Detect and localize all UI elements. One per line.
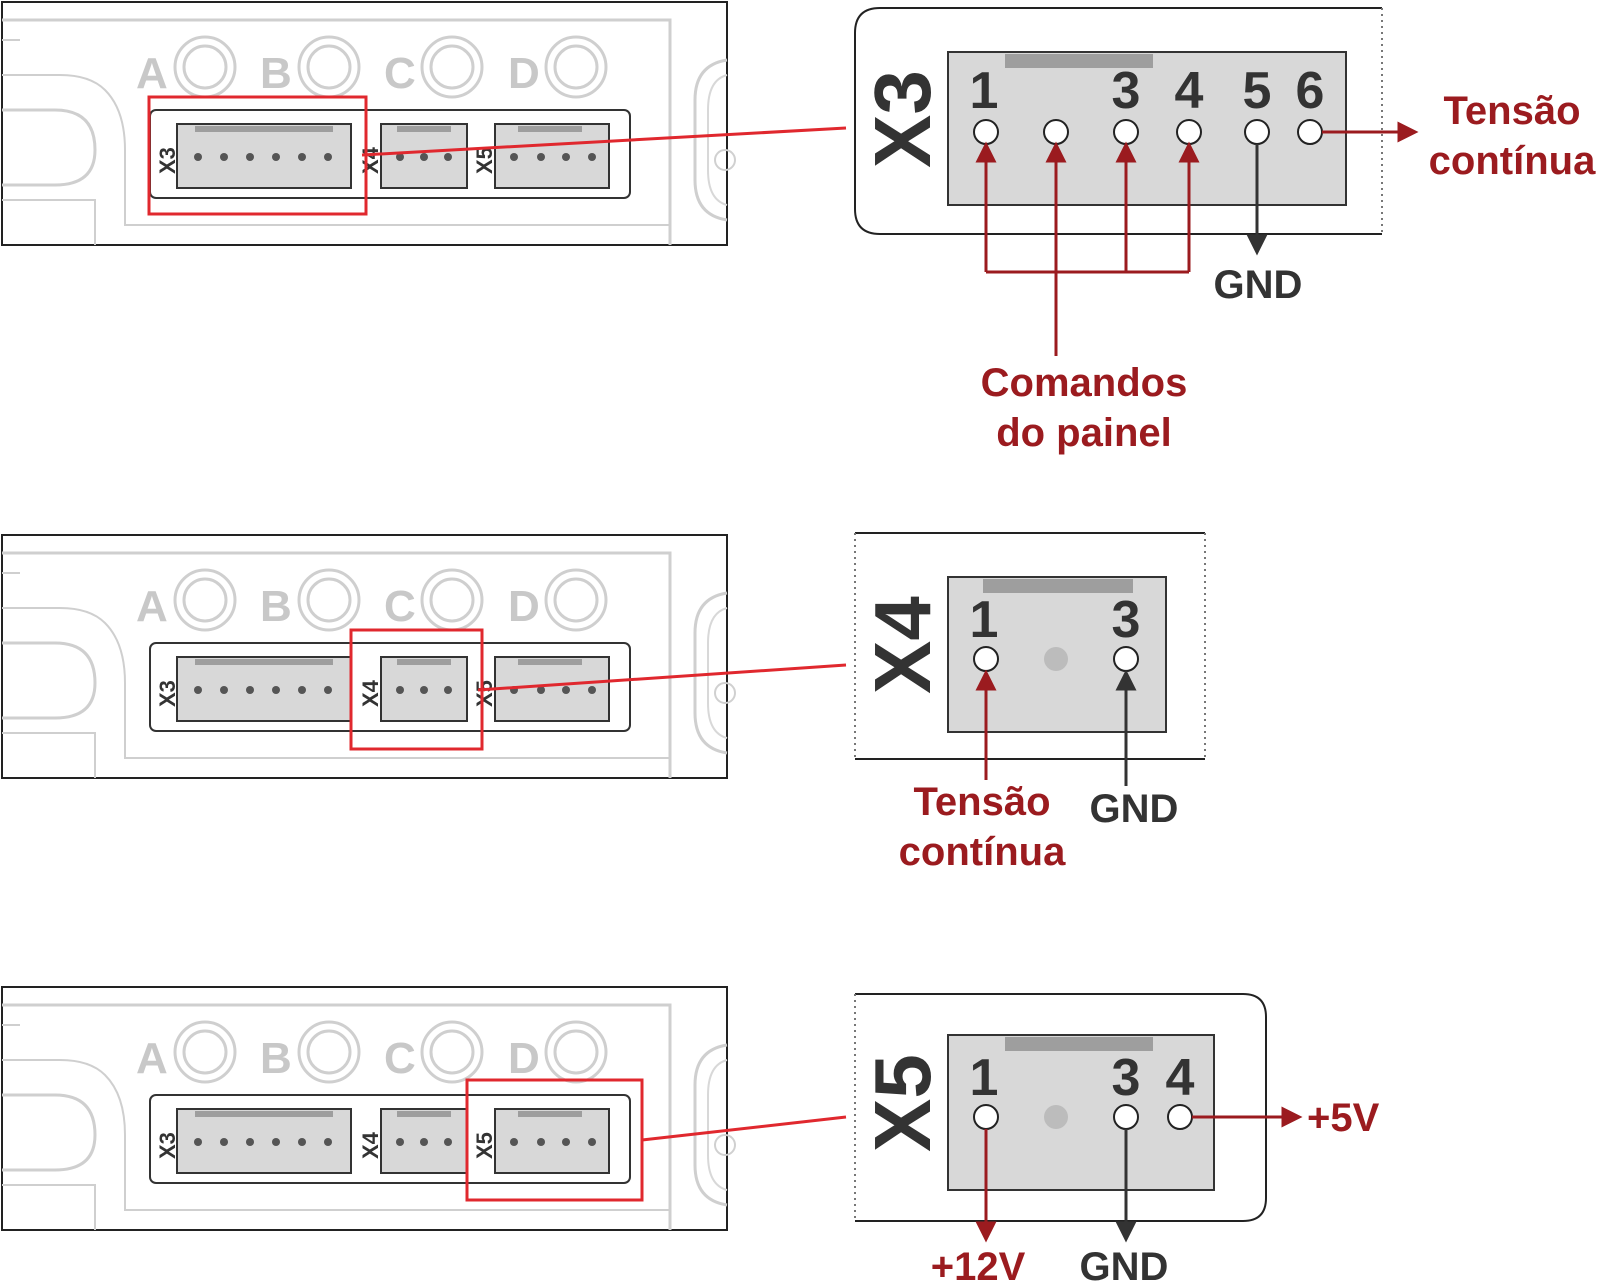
label-commands-line2: do painel <box>996 411 1172 455</box>
led-label-b: B <box>260 582 292 631</box>
detail-x5: X5 1 3 4 +5V +12V GND <box>854 993 1380 1283</box>
detail-x3: X3 1 3 4 5 6 GND Tensão contínua Comando… <box>854 7 1596 455</box>
led-label-a: A <box>136 1034 168 1083</box>
pin-number-6: 6 <box>1296 62 1325 120</box>
label-dc-x4-line2: contínua <box>899 830 1066 874</box>
pin-3 <box>1113 1104 1139 1130</box>
pin-6 <box>1297 119 1323 145</box>
detail-title-x4: X4 <box>858 596 947 694</box>
board-label-x5: X5 <box>472 147 497 174</box>
led-label-c: C <box>384 582 416 631</box>
led-label-b: B <box>260 1034 292 1083</box>
board-x4-highlight: A B C D X3 X4 X5 <box>0 533 847 780</box>
label-commands-line1: Comandos <box>981 361 1188 405</box>
pin-number-5: 5 <box>1243 62 1272 120</box>
pin-4 <box>1176 119 1202 145</box>
pin-number-4: 4 <box>1175 62 1204 120</box>
led-label-d: D <box>508 582 540 631</box>
connector-body-x3 <box>947 51 1347 206</box>
pin-number-3: 3 <box>1112 1049 1141 1107</box>
led-label-b: B <box>260 49 292 98</box>
callout-line-x3 <box>361 126 847 157</box>
board-label-x3: X3 <box>155 680 180 707</box>
pin-number-1: 1 <box>970 62 999 120</box>
label-12v: +12V <box>931 1245 1026 1283</box>
pin-1 <box>973 646 999 672</box>
label-gnd-x3: GND <box>1214 263 1303 307</box>
pin-number-4: 4 <box>1166 1049 1195 1107</box>
label-gnd-x5: GND <box>1080 1245 1169 1283</box>
pin-1 <box>973 1104 999 1130</box>
detail-title-x3: X3 <box>858 70 947 168</box>
board-label-x4: X4 <box>358 1131 383 1159</box>
board-label-x4: X4 <box>358 146 383 174</box>
callout-line-x4 <box>477 663 847 692</box>
board-x5-highlight: A B C D X3 X4 X5 <box>0 985 847 1232</box>
pin-number-3: 3 <box>1112 591 1141 649</box>
detail-title-x5: X5 <box>858 1054 947 1152</box>
pin-number-1: 1 <box>970 591 999 649</box>
pin-1 <box>973 119 999 145</box>
detail-x4: X4 1 3 Tensão contínua GND <box>854 532 1206 874</box>
board-label-x5: X5 <box>472 1132 497 1159</box>
board-label-x4: X4 <box>358 679 383 707</box>
board-x3-highlight: A B C D X3 X4 X5 <box>0 0 847 247</box>
label-5v: +5V <box>1307 1096 1380 1140</box>
label-gnd-x4: GND <box>1090 787 1179 831</box>
board-label-x3: X3 <box>155 147 180 174</box>
board-label-x3: X3 <box>155 1132 180 1159</box>
pin-2 <box>1043 119 1069 145</box>
pin-2-empty <box>1044 1105 1068 1129</box>
led-label-d: D <box>508 1034 540 1083</box>
pin-5 <box>1244 119 1270 145</box>
label-dc-x3-line1: Tensão <box>1443 89 1580 133</box>
pin-3 <box>1113 119 1139 145</box>
pin-number-3: 3 <box>1112 62 1141 120</box>
pin-number-1: 1 <box>970 1049 999 1107</box>
board-label-x5: X5 <box>472 680 497 707</box>
led-label-a: A <box>136 582 168 631</box>
led-label-c: C <box>384 1034 416 1083</box>
callout-line-x5 <box>641 1115 847 1142</box>
pin-3 <box>1113 646 1139 672</box>
pin-2-empty <box>1044 647 1068 671</box>
led-label-a: A <box>136 49 168 98</box>
label-dc-x3-line2: contínua <box>1429 139 1596 183</box>
led-label-d: D <box>508 49 540 98</box>
pin-4 <box>1167 1104 1193 1130</box>
led-label-c: C <box>384 49 416 98</box>
label-dc-x4-line1: Tensão <box>913 780 1050 824</box>
